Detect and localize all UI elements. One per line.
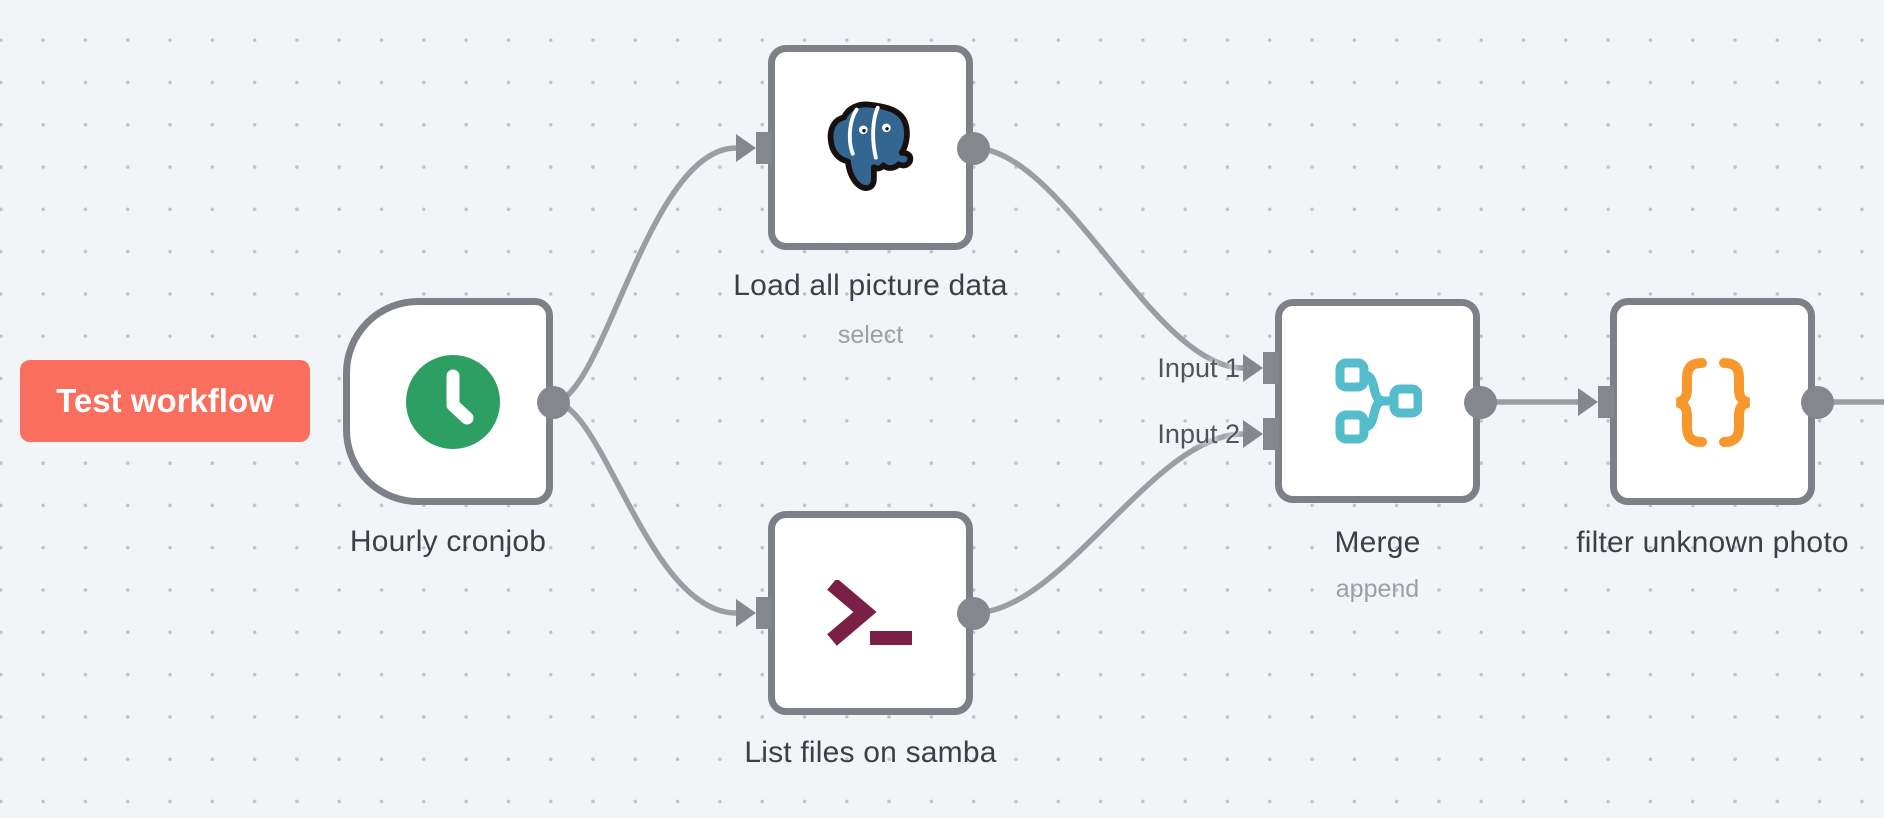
input-port-merge-2[interactable] xyxy=(1263,418,1279,450)
node-title-filter-unknown-photo: filter unknown photo xyxy=(1576,526,1849,559)
input-port-samba[interactable] xyxy=(756,597,772,629)
node-title-hourly-cronjob: Hourly cronjob xyxy=(349,525,547,558)
output-port-postgres[interactable] xyxy=(956,131,990,165)
input-port-arrow-postgres[interactable] xyxy=(736,134,756,162)
input-port-arrow-merge-2[interactable] xyxy=(1243,420,1263,448)
node-list-files-on-samba[interactable] xyxy=(768,511,973,715)
node-filter-unknown-photo[interactable] xyxy=(1610,298,1815,505)
input-port-arrow-filter[interactable] xyxy=(1578,388,1598,416)
node-hourly-cronjob[interactable] xyxy=(343,298,553,505)
input-port-arrow-merge-1[interactable] xyxy=(1243,354,1263,382)
test-workflow-button[interactable]: Test workflow xyxy=(20,360,310,442)
merge-input-1-label: Input 1 xyxy=(1157,353,1240,383)
output-port-merge[interactable] xyxy=(1463,385,1497,419)
connection-postgres-merge[interactable] xyxy=(972,145,1244,371)
clock-icon xyxy=(406,354,500,449)
output-port-filter[interactable] xyxy=(1800,385,1834,419)
input-port-filter[interactable] xyxy=(1598,386,1614,418)
output-port-trigger[interactable] xyxy=(536,385,570,419)
input-port-postgres[interactable] xyxy=(756,132,772,164)
terminal-icon xyxy=(826,580,912,646)
node-title-load-all-picture-data: Load all picture data xyxy=(733,269,1008,302)
connection-samba-merge[interactable] xyxy=(972,431,1244,616)
connection-trigger-samba[interactable] xyxy=(552,399,737,616)
node-load-all-picture-data[interactable] xyxy=(768,45,973,250)
merge-icon xyxy=(1335,358,1422,444)
node-title-merge: Merge xyxy=(1334,526,1421,559)
output-port-samba[interactable] xyxy=(956,596,990,630)
input-port-arrow-samba[interactable] xyxy=(736,599,756,627)
connection-trigger-postgres[interactable] xyxy=(552,145,737,405)
input-port-merge-1[interactable] xyxy=(1263,352,1279,384)
node-title-list-files-on-samba: List files on samba xyxy=(744,736,997,769)
postgres-icon xyxy=(827,101,913,191)
code-braces-icon xyxy=(1675,357,1750,447)
node-subtitle-append: append xyxy=(1335,575,1420,603)
node-subtitle-select: select xyxy=(837,321,904,349)
node-merge[interactable] xyxy=(1275,299,1480,503)
merge-input-2-label: Input 2 xyxy=(1157,419,1240,449)
